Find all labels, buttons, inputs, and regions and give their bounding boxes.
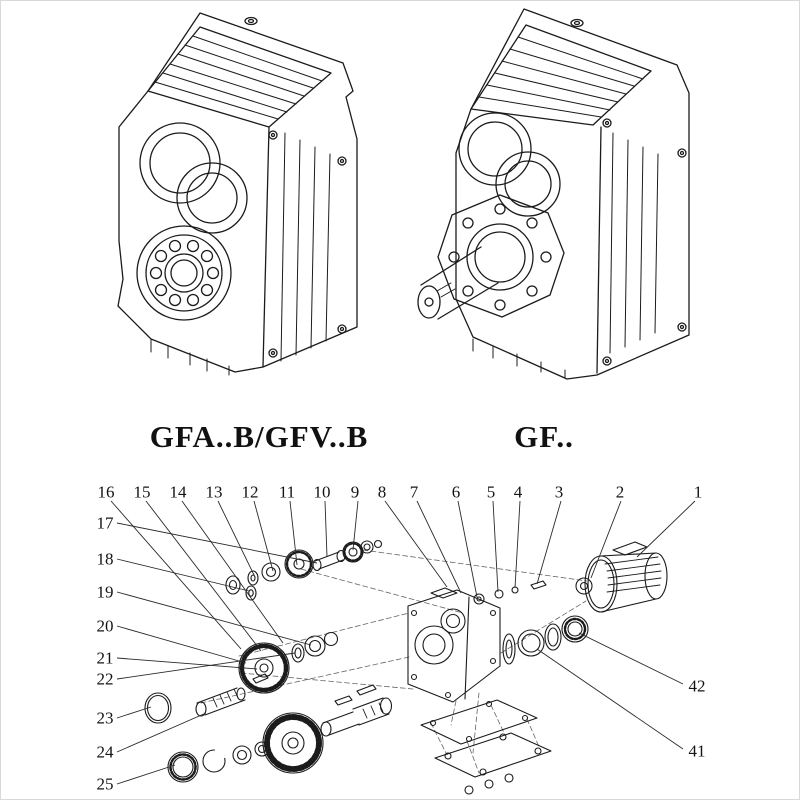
part-number-16: 16: [97, 482, 115, 502]
part-number-20: 20: [96, 616, 114, 636]
motor: [575, 541, 668, 613]
part-number-7: 7: [409, 482, 419, 502]
part-number-6: 6: [451, 482, 461, 502]
part-number-11: 11: [278, 482, 296, 502]
part-number-8: 8: [377, 482, 387, 502]
panel-screws: [268, 130, 347, 358]
output-gear: [262, 712, 324, 774]
small-fasteners: [473, 580, 547, 605]
part-number-5: 5: [486, 482, 496, 502]
part-number-23: 23: [96, 708, 114, 728]
output-shaft: [417, 246, 499, 320]
part-number-41: 41: [688, 741, 706, 761]
lower-bearing-set: [167, 741, 270, 783]
part-number-1: 1: [693, 482, 703, 502]
gear-housing: [407, 587, 501, 703]
part-number-19: 19: [96, 582, 114, 602]
part-number-4: 4: [513, 482, 523, 502]
part-number-21: 21: [96, 648, 114, 668]
part-number-14: 14: [169, 482, 187, 502]
part-number-2: 2: [615, 482, 625, 502]
part-number-9: 9: [350, 482, 360, 502]
output-side-rings: [502, 615, 589, 665]
part-number-25: 25: [96, 774, 114, 794]
part-number-12: 12: [241, 482, 259, 502]
output-flange: [437, 194, 565, 318]
part-number-15: 15: [133, 482, 151, 502]
part-number-3: 3: [554, 482, 564, 502]
part-number-22: 22: [96, 669, 114, 689]
part-number-18: 18: [96, 549, 114, 569]
leader-lines: [110, 500, 696, 785]
model-label-gfab: GFA..B/GFV..B: [149, 419, 369, 454]
assembly-axis-lines: [200, 549, 588, 774]
gasket-and-cover: [420, 699, 552, 795]
part-number-13: 13: [205, 482, 223, 502]
model-label-gf: GF..: [514, 419, 574, 454]
gearbox-drawing-gf: [417, 8, 690, 380]
bearing-detail: [136, 225, 232, 321]
panel-screws: [602, 118, 687, 366]
part-number-24: 24: [96, 742, 114, 762]
stepped-shaft: [320, 684, 393, 737]
part-number-42: 42: [688, 676, 706, 696]
gearbox-drawing-gfab: [117, 12, 358, 376]
part-number-10: 10: [313, 482, 331, 502]
part-number-17: 17: [96, 513, 114, 533]
exploded-view-diagram: [144, 539, 668, 795]
splined-shaft: [195, 673, 269, 717]
